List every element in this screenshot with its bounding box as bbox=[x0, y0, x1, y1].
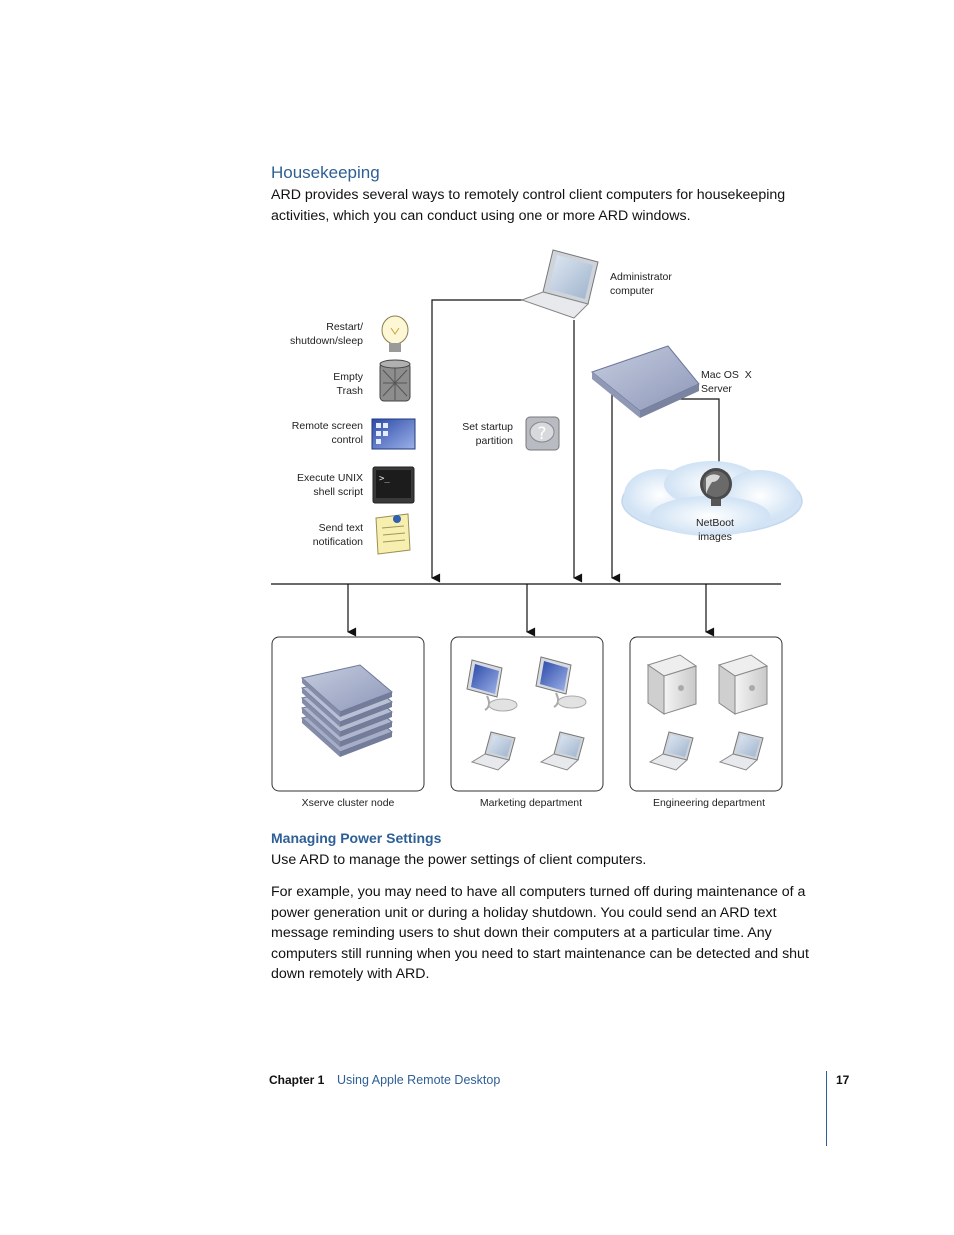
group-label-xserve: Xserve cluster node bbox=[301, 797, 395, 809]
laptop-icon bbox=[539, 731, 585, 771]
svg-text:?: ? bbox=[537, 424, 546, 444]
laptop-icon bbox=[718, 731, 764, 771]
group-label-engineering: Engineering department bbox=[652, 797, 766, 809]
laptop-icon bbox=[470, 731, 516, 771]
terminal-icon: >_ bbox=[372, 466, 415, 504]
group-label-marketing: Marketing department bbox=[479, 797, 583, 809]
imac-icon bbox=[466, 659, 518, 712]
intro-paragraph: ARD provides several ways to remotely co… bbox=[271, 187, 786, 224]
administrator-laptop-icon bbox=[520, 249, 599, 319]
subsection-paragraph-2: For example, you may need to have all co… bbox=[271, 884, 809, 982]
note-icon bbox=[375, 513, 411, 555]
netboot-cloud-icon bbox=[621, 461, 803, 536]
tower-icon bbox=[717, 654, 769, 715]
tower-icon bbox=[646, 654, 698, 715]
startup-disk-icon: ? bbox=[525, 416, 560, 451]
section-title: Housekeeping bbox=[271, 163, 380, 182]
footer-chapter-title[interactable]: Using Apple Remote Desktop bbox=[337, 1073, 501, 1087]
svg-text:>_: >_ bbox=[379, 474, 390, 484]
footer-chapter: Chapter 1 bbox=[269, 1073, 325, 1087]
imac-icon bbox=[535, 656, 587, 709]
footer-divider bbox=[826, 1071, 827, 1146]
subsection-paragraph-1: Use ARD to manage the power settings of … bbox=[271, 852, 647, 868]
xserve-server-icon bbox=[590, 345, 700, 418]
trash-icon bbox=[379, 359, 411, 402]
xserve-cluster-icon bbox=[300, 664, 393, 757]
laptop-icon bbox=[648, 731, 694, 771]
lightbulb-icon bbox=[381, 315, 409, 352]
subsection-title: Managing Power Settings bbox=[271, 830, 442, 846]
task-label-restart: Restart/shutdown/sleep bbox=[290, 321, 363, 347]
remote-screen-icon bbox=[371, 418, 416, 450]
page-number: 17 bbox=[836, 1073, 850, 1087]
